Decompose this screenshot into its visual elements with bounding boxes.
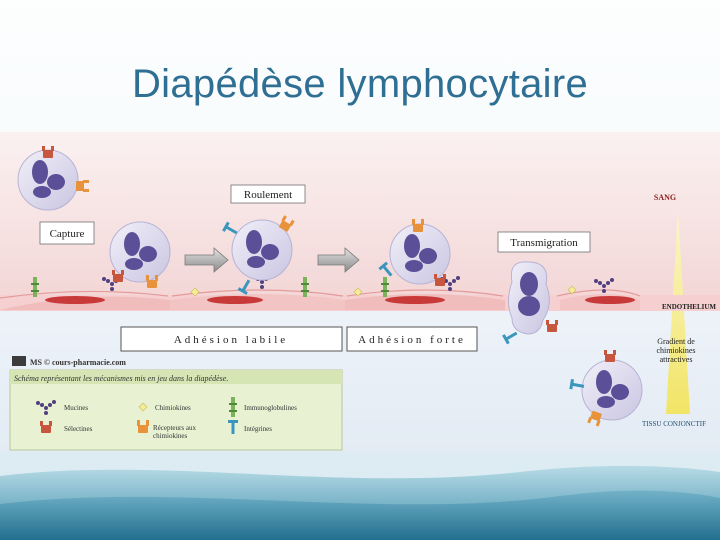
blood-compartment <box>0 132 720 302</box>
stage-label-rolling: Roulement <box>244 189 292 201</box>
legend-caption: Schéma représentant les mécanismes mis e… <box>14 374 228 383</box>
legend-label-selectines: Sélectines <box>64 425 93 433</box>
adhesion-strong-label: Adhésion forte <box>358 334 466 346</box>
legend-panel: Schéma représentant les mécanismes mis e… <box>10 370 342 450</box>
legend-label-chimiokines: Chimiokines <box>155 404 191 412</box>
stage-label-capture: Capture <box>50 228 85 240</box>
endothelial-nucleus <box>385 296 445 304</box>
bottom-wave-decoration <box>0 452 720 540</box>
endothelial-nucleus <box>585 296 635 304</box>
lymphocyte-cell <box>582 360 642 420</box>
tissue-label: TISSU CONJONCTIF <box>642 420 706 428</box>
endothelium-label: ENDOTHELIUM <box>662 303 716 311</box>
endothelial-nucleus <box>45 296 105 304</box>
diapedesis-diagram: Capture Roulement Transmigration SANG EN… <box>0 132 720 452</box>
slide-title: Diapédèse lymphocytaire <box>0 62 720 107</box>
legend-label-recepteurs: Récepteurs aux chimiokines <box>153 424 223 440</box>
lymphocyte-cell <box>390 224 450 284</box>
legend-label-immunoglobulines: Immunoglobulines <box>244 404 297 412</box>
source-logo <box>12 356 26 366</box>
gradient-label-line-2: chimiokines <box>656 346 695 355</box>
source-credit: MS © cours-pharmacie.com <box>30 358 126 367</box>
endothelial-nucleus <box>207 296 263 304</box>
lymphocyte-cell <box>18 150 78 210</box>
lymphocyte-cell <box>110 222 170 282</box>
gradient-label-line-1: Gradient de <box>657 337 695 346</box>
legend-label-integrines: Intégrines <box>244 425 272 433</box>
legend-label-mucines: Mucines <box>64 404 88 412</box>
stage-label-transmigration: Transmigration <box>510 237 578 249</box>
adhesion-labile-label: Adhésion labile <box>174 334 288 346</box>
blood-label: SANG <box>654 193 676 202</box>
gradient-label-line-3: attractives <box>660 355 693 364</box>
